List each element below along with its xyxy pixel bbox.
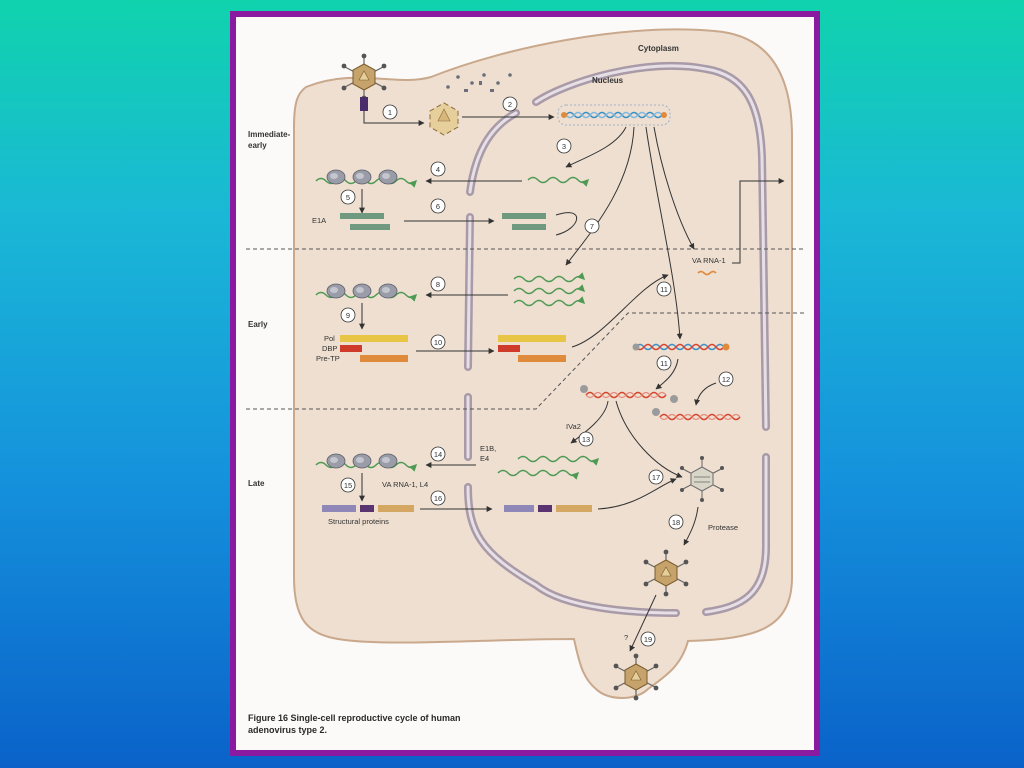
- adenovirus-cycle-diagram: Cytoplasm Nucleus Immediate- early Early…: [246, 28, 804, 735]
- step-badge-1: 1: [382, 104, 398, 120]
- step-number: 11: [660, 359, 668, 368]
- step-number: 13: [582, 435, 590, 444]
- step-badge-14: 12: [718, 371, 734, 387]
- dbp-label: DBP: [322, 344, 337, 353]
- iva2-label: IVa2: [566, 422, 581, 431]
- replicating-dna: [632, 343, 730, 351]
- uncoating-capsid-icon: [429, 102, 459, 136]
- e1a-nuclear-a: [502, 213, 546, 219]
- structural-protein-purple: [360, 505, 374, 512]
- va-rna-l4-label: VA RNA-1, L4: [382, 480, 428, 489]
- structural-protein-purple-nuclear: [538, 505, 552, 512]
- capsid-fragments: [446, 73, 512, 92]
- step-number: 3: [562, 142, 566, 151]
- ribosomes-late: [315, 453, 418, 472]
- step-number: 12: [722, 375, 730, 384]
- progeny-dna: [652, 408, 741, 421]
- step-badge-16: 14: [430, 446, 446, 462]
- dbp-protein-nuclear: [498, 345, 520, 352]
- dbp-protein: [340, 345, 362, 352]
- protease-label: Protease: [708, 523, 738, 532]
- ribosomes-immediate-early: [315, 169, 418, 188]
- step-number: 14: [434, 450, 442, 459]
- structural-proteins-label: Structural proteins: [328, 517, 389, 526]
- step-badge-3: 3: [556, 138, 572, 154]
- step-number: 9: [346, 311, 350, 320]
- phase-label-early: Early: [248, 320, 268, 329]
- step-badge-5: 5: [340, 189, 356, 205]
- step-number: 7: [590, 222, 594, 231]
- structural-protein-violet-nuclear: [504, 505, 534, 512]
- pol-protein-nuclear: [498, 335, 566, 342]
- step-number: 15: [344, 481, 352, 490]
- structural-protein-tan: [378, 505, 414, 512]
- e1a-nuclear-b: [512, 224, 546, 230]
- step-badge-19: 17: [648, 469, 664, 485]
- structural-protein-tan-nuclear: [556, 505, 592, 512]
- step-badge-17: 15: [340, 477, 356, 493]
- step-badge-10: 10: [430, 334, 446, 350]
- step-number: 5: [346, 193, 350, 202]
- step-badge-7: 7: [584, 218, 600, 234]
- e1a-protein-a: [340, 213, 384, 219]
- step-badge-6: 6: [430, 198, 446, 214]
- va-rna-molecule: [697, 270, 717, 276]
- e1a-label: E1A: [312, 216, 326, 225]
- step-number: 6: [436, 202, 440, 211]
- cytoplasm-label: Cytoplasm: [638, 44, 679, 53]
- cell-membrane: [293, 28, 793, 699]
- structural-protein-violet: [322, 505, 356, 512]
- assembling-virion-icon: [680, 456, 724, 502]
- step-badge-2: 2: [502, 96, 518, 112]
- question-label: ?: [624, 633, 628, 642]
- step-badge-9: 9: [340, 307, 356, 323]
- receptor: [360, 97, 368, 111]
- late-mrnas: [497, 455, 600, 480]
- step-number: 8: [436, 280, 440, 289]
- step-badge-20: 18: [668, 514, 684, 530]
- step-number: 2: [508, 100, 512, 109]
- step-number: 17: [652, 473, 660, 482]
- phase-label-immediate-early: Immediate-: [248, 130, 291, 139]
- e4-label: E4: [480, 454, 489, 463]
- step-number: 16: [434, 494, 442, 503]
- caption-line-1: Figure 16 Single-cell reproductive cycle…: [248, 713, 461, 723]
- step-number: 18: [672, 518, 680, 527]
- step-badge-8: 8: [430, 276, 446, 292]
- va-rna-label: VA RNA-1: [692, 256, 726, 265]
- slide-frame: Cytoplasm Nucleus Immediate- early Early…: [230, 11, 820, 756]
- step-number: 11: [660, 285, 668, 294]
- pre-tp-protein-nuclear: [518, 355, 566, 362]
- phase-label-late: Late: [248, 479, 265, 488]
- step-badge-11: 11: [656, 281, 672, 297]
- nucleus-label: Nucleus: [592, 76, 624, 85]
- step-badge-12: 11: [656, 355, 672, 371]
- step-number: 1: [388, 108, 392, 117]
- e1b-label: E1B,: [480, 444, 496, 453]
- pre-tp-label: Pre-TP: [316, 354, 340, 363]
- step-badge-21: 19: [640, 631, 656, 647]
- step-number: 4: [436, 165, 440, 174]
- step-badge-18: 16: [430, 490, 446, 506]
- e1a-protein-b: [350, 224, 390, 230]
- step-badge-15: 13: [578, 431, 594, 447]
- phase-label-immediate-early-2: early: [248, 141, 267, 150]
- pol-label: Pol: [324, 334, 335, 343]
- displaced-strand-dna: [580, 385, 678, 403]
- caption-line-2: adenovirus type 2.: [248, 725, 327, 735]
- viral-genome: [557, 104, 671, 126]
- step-badge-4: 4: [430, 161, 446, 177]
- ribosomes-early: [315, 283, 418, 302]
- early-mrnas: [513, 272, 586, 307]
- pre-tp-protein: [360, 355, 408, 362]
- step-number: 10: [434, 338, 442, 347]
- step-number: 19: [644, 635, 652, 644]
- pol-protein: [340, 335, 408, 342]
